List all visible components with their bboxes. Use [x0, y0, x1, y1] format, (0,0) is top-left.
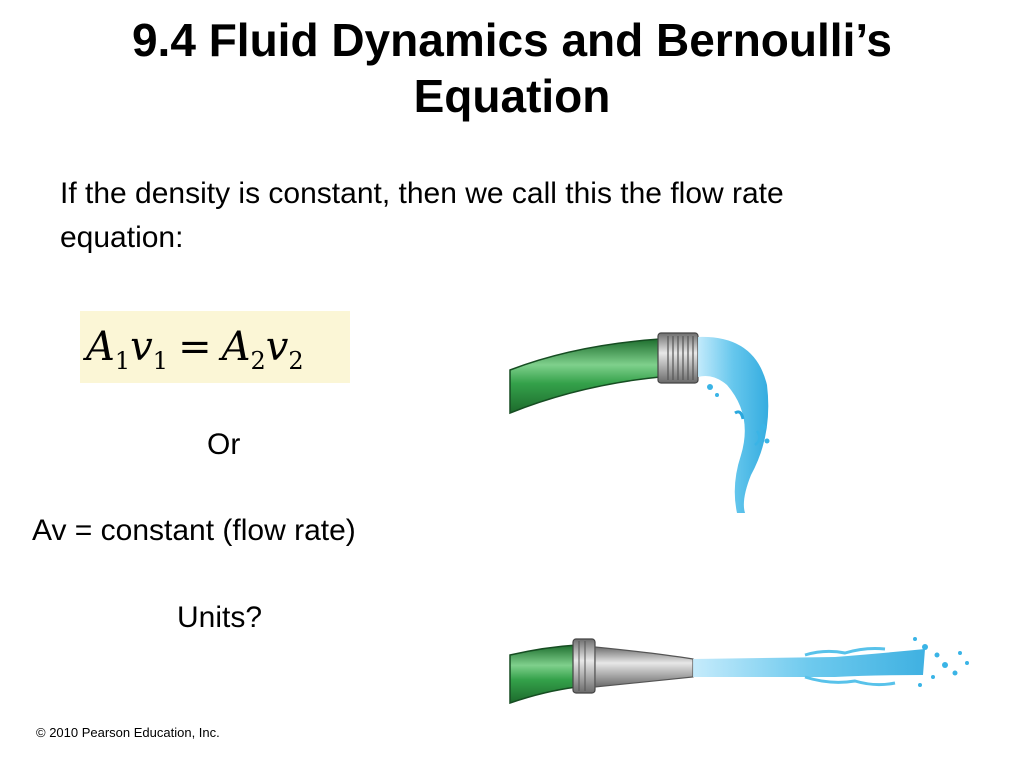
- eq-v2: v: [265, 324, 289, 370]
- body-line-2: equation:: [60, 221, 184, 254]
- eq-a2-sub: 2: [250, 347, 266, 375]
- eq-v1: v: [130, 324, 153, 370]
- title-line-2: Equation: [413, 70, 611, 122]
- eq-a1-sub: 1: [114, 347, 131, 375]
- body-line-1: If the density is constant, then we call…: [60, 177, 784, 210]
- garden-hose-with-nozzle-icon: [509, 638, 694, 705]
- eq-v1-sub: 1: [152, 347, 169, 375]
- body-text: If the density is constant, then we call…: [60, 172, 960, 260]
- eq-a2: A: [221, 324, 251, 370]
- units-question: Units?: [177, 601, 263, 634]
- av-constant-text: Av = constant (flow rate): [32, 514, 356, 547]
- garden-hose-open-end-icon: [509, 332, 699, 415]
- eq-equals: =: [178, 324, 212, 370]
- flow-rate-equation: A1v1=A2v2: [80, 311, 350, 383]
- hose-illustration: [509, 332, 969, 705]
- slide-title: 9.4 Fluid Dynamics and Bernoulli’s Equat…: [0, 12, 1024, 124]
- copyright-notice: © 2010 Pearson Education, Inc.: [36, 725, 220, 740]
- eq-a1: A: [86, 324, 115, 370]
- eq-v2-sub: 2: [288, 347, 304, 375]
- water-stream-jet-icon: [693, 637, 969, 687]
- water-stream-falling-icon: [698, 336, 770, 513]
- title-line-1: 9.4 Fluid Dynamics and Bernoulli’s: [131, 14, 893, 66]
- or-text: Or: [207, 428, 241, 461]
